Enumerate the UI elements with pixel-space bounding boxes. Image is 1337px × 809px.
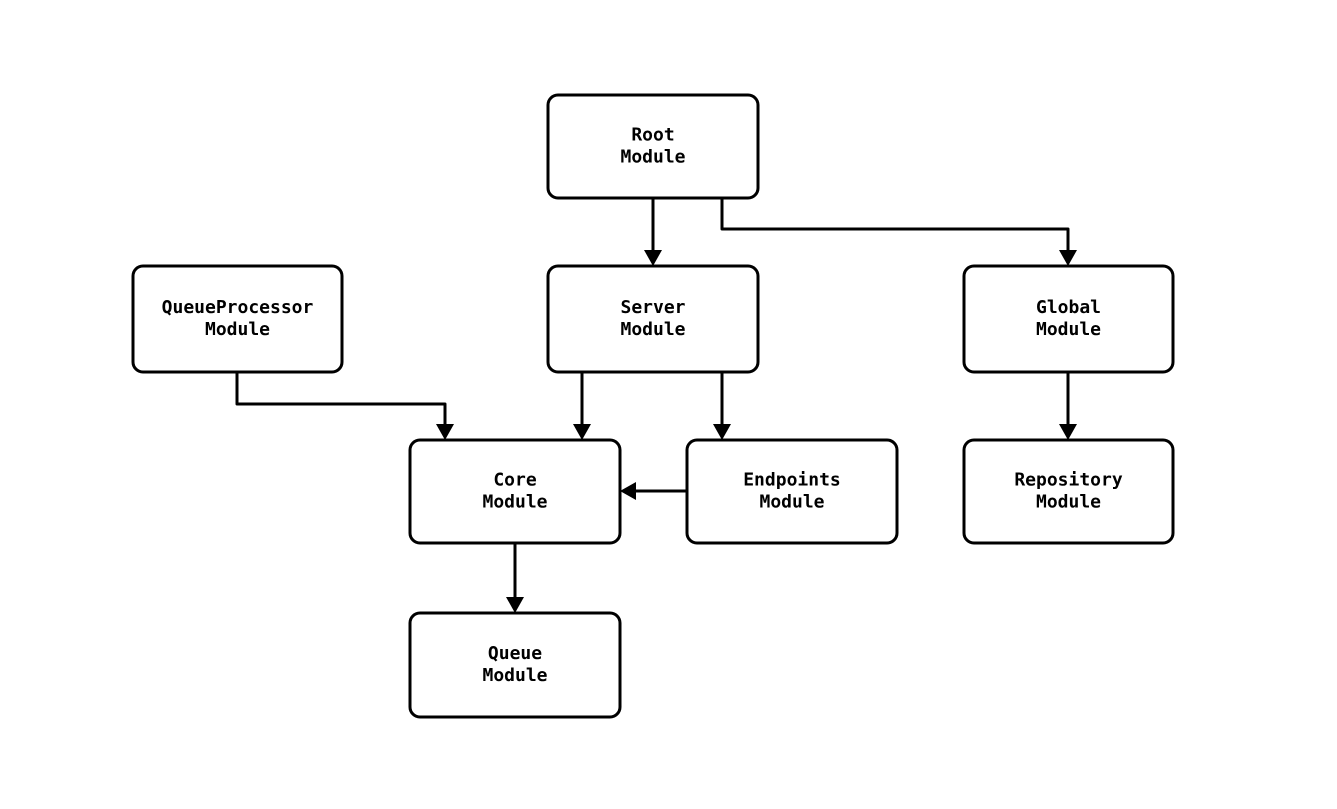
edge-arrowhead xyxy=(573,424,591,440)
edge-core-to-queue xyxy=(506,543,524,613)
node-label-line1: Global xyxy=(1036,297,1101,318)
edge-arrowhead xyxy=(644,250,662,266)
node-box[interactable] xyxy=(408,611,622,719)
edge-endpoints-to-core xyxy=(620,482,687,500)
node-label-line1: Queue xyxy=(488,643,542,664)
node-label-line1: Core xyxy=(493,470,537,491)
node-box[interactable] xyxy=(962,438,1175,545)
node-box[interactable] xyxy=(131,264,344,374)
node-label-line2: Module xyxy=(620,319,685,340)
edge-global-to-repository xyxy=(1059,372,1077,440)
node-label-line2: Module xyxy=(482,665,547,686)
node-box[interactable] xyxy=(685,438,899,545)
node-box[interactable] xyxy=(546,264,760,374)
edge-line xyxy=(235,372,447,426)
node-box[interactable] xyxy=(962,264,1175,374)
edge-server-to-endpoints xyxy=(713,372,731,440)
node-box[interactable] xyxy=(408,438,622,545)
node-label-line2: Module xyxy=(1036,492,1101,513)
node-label-line2: Module xyxy=(482,492,547,513)
node-label-line1: Server xyxy=(620,297,685,318)
node-label-line2: Module xyxy=(1036,319,1101,340)
edge-arrowhead xyxy=(713,424,731,440)
edges-layer xyxy=(235,198,1077,613)
edge-arrowhead xyxy=(436,424,454,440)
edge-arrowhead xyxy=(620,482,636,500)
edge-queueprocessor-to-core xyxy=(235,372,454,440)
edge-server-to-core xyxy=(573,372,591,440)
edge-arrowhead xyxy=(1059,250,1077,266)
node-label-line2: Module xyxy=(759,492,824,513)
node-label-line1: QueueProcessor xyxy=(162,297,314,318)
edge-line xyxy=(720,198,1070,252)
edge-arrowhead xyxy=(1059,424,1077,440)
node-label-line1: Repository xyxy=(1014,470,1123,491)
node-label-line1: Endpoints xyxy=(743,470,841,491)
node-label-line2: Module xyxy=(205,319,270,340)
node-label-line1: Root xyxy=(631,125,674,146)
edge-root-to-global xyxy=(720,198,1077,266)
edge-root-to-server xyxy=(644,198,662,266)
edge-arrowhead xyxy=(506,597,524,613)
node-label-line2: Module xyxy=(620,147,685,168)
node-box[interactable] xyxy=(546,93,760,200)
